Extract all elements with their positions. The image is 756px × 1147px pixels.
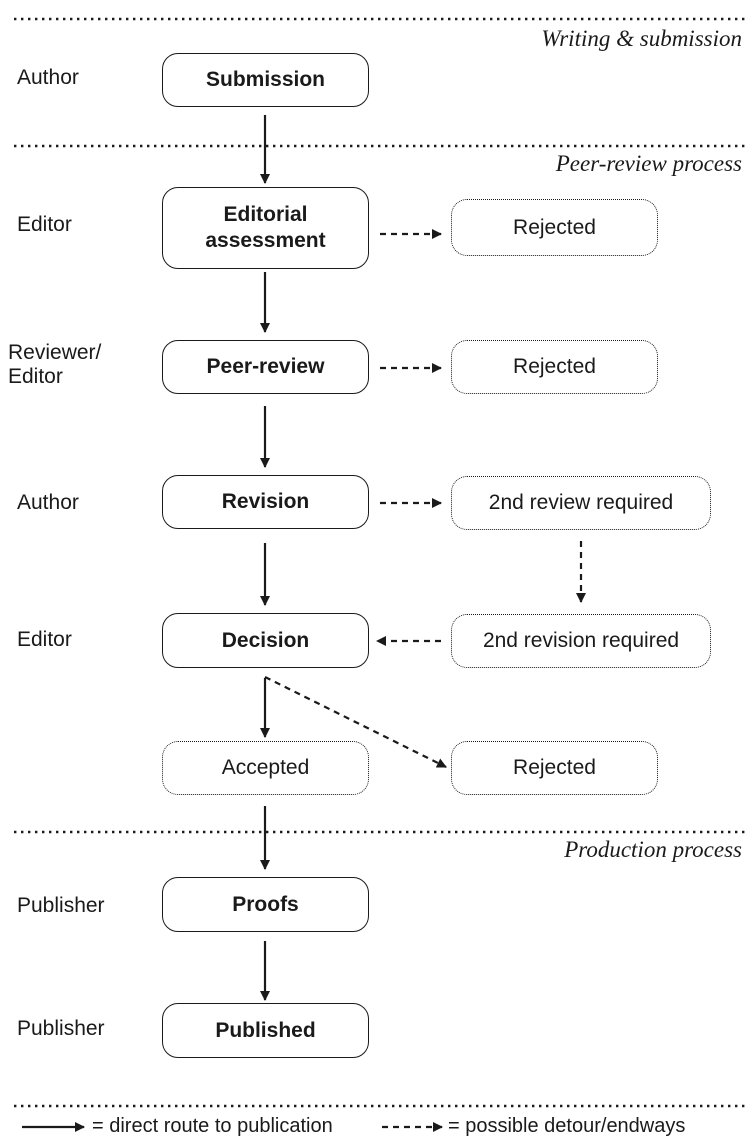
outcome-second-revision: 2nd revision required: [451, 614, 711, 668]
node-peer-review: Peer-review: [162, 340, 369, 394]
outcome-rejected-peer-review: Rejected: [451, 340, 658, 394]
node-decision: Decision: [162, 613, 369, 668]
section-title-production: Production process: [564, 837, 742, 862]
node-editorial-assessment: Editorial assessment: [162, 187, 369, 269]
node-published-label: Published: [215, 1018, 316, 1042]
outcome-second-revision-label: 2nd revision required: [482, 629, 680, 652]
role-label-submission: Author: [17, 66, 79, 89]
outcome-rejected-decision-label: Rejected: [513, 756, 596, 779]
node-published: Published: [162, 1003, 369, 1058]
node-submission-label: Submission: [205, 68, 326, 91]
role-label-revision: Author: [17, 491, 79, 514]
role-label-peer-review: Reviewer/ Editor: [8, 341, 101, 389]
outcome-rejected-decision: Rejected: [451, 741, 658, 795]
legend-detour-label: = possible detour/endways: [448, 1115, 686, 1137]
outcome-rejected-peer-review-label: Rejected: [513, 355, 596, 378]
role-label-proofs: Publisher: [17, 894, 105, 917]
role-label-decision: Editor: [17, 628, 72, 651]
role-label-peer-review-line1: Reviewer/: [8, 341, 102, 364]
node-editorial-line2: assessment: [205, 229, 326, 252]
arrow-decision-to-rejected: [264, 676, 447, 768]
outcome-rejected-editorial: Rejected: [451, 199, 658, 256]
role-label-published: Publisher: [17, 1017, 105, 1040]
node-proofs-label: Proofs: [232, 892, 299, 916]
section-title-writing: Writing & submission: [541, 26, 742, 51]
role-label-peer-review-line2: Editor: [8, 365, 63, 388]
node-accepted-label: Accepted: [221, 756, 310, 779]
node-submission: Submission: [162, 53, 369, 107]
outcome-second-review-label: 2nd review required: [488, 491, 674, 514]
outcome-second-review: 2nd review required: [451, 476, 711, 530]
node-revision-label: Revision: [221, 490, 310, 513]
node-editorial-assessment-label: Editorial assessment: [205, 202, 325, 254]
node-revision: Revision: [162, 475, 369, 529]
node-editorial-line1: Editorial: [223, 203, 308, 226]
outcome-rejected-editorial-label: Rejected: [513, 215, 596, 239]
node-accepted: Accepted: [162, 741, 369, 795]
role-label-editorial: Editor: [17, 213, 72, 236]
section-title-peer-review: Peer-review process: [555, 151, 742, 176]
legend-direct-label: = direct route to publication: [92, 1115, 333, 1137]
node-peer-review-label: Peer-review: [206, 355, 325, 378]
node-proofs: Proofs: [162, 877, 369, 932]
node-decision-label: Decision: [221, 628, 310, 652]
